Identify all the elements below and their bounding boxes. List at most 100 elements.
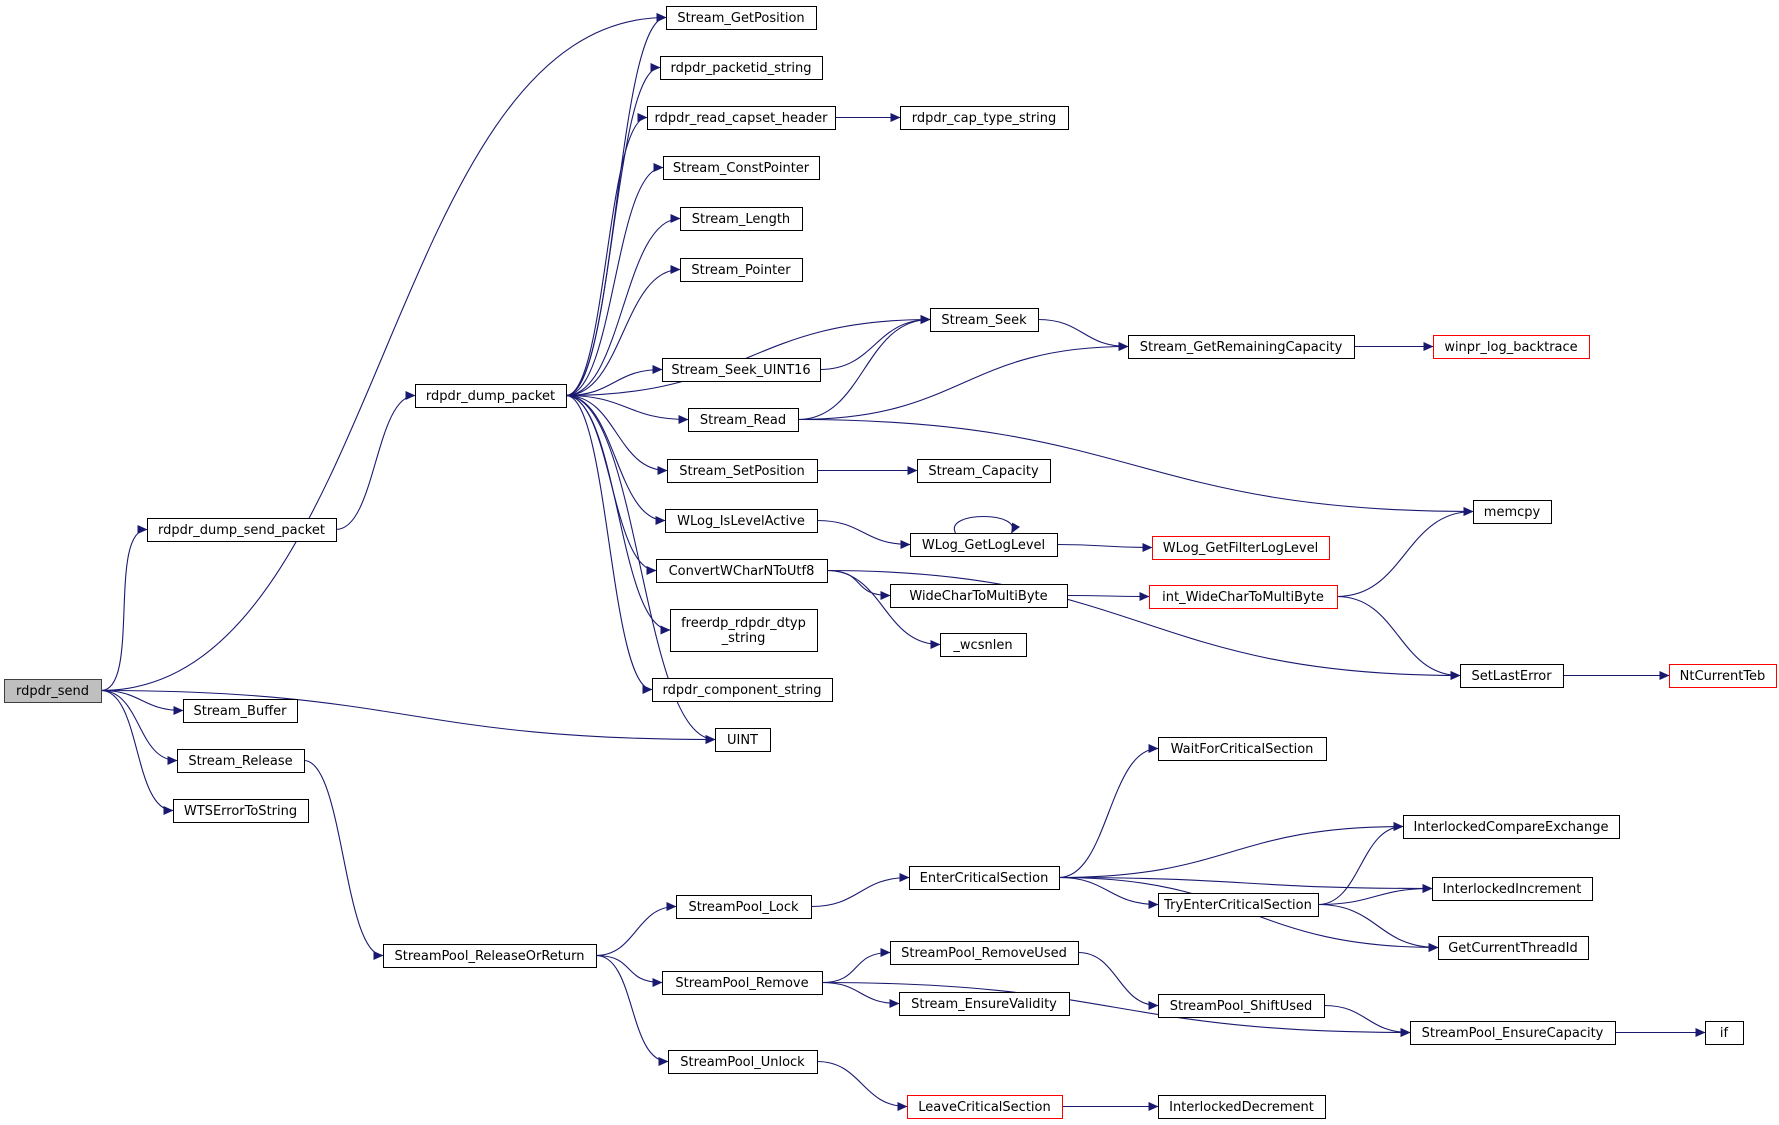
node-label: rdpdr_packetid_string [671, 61, 812, 76]
edge-rdpdr-dump-packet-to-stream-setposition [565, 394, 668, 475]
node-box [663, 156, 820, 180]
node-label: _string [721, 631, 766, 646]
node-convertwcharntoutf8[interactable]: ConvertWCharNToUtf8 [656, 559, 828, 583]
node-label: Stream_GetRemainingCapacity [1140, 340, 1343, 355]
node-streampool-remove[interactable]: StreamPool_Remove [662, 971, 823, 995]
edge-widechartomultibyte-to-int-widechartomultibyte [1066, 591, 1150, 601]
edge-int-widechartomultibyte-to-memcpy [1336, 507, 1474, 598]
node-wlog-getfilterloglevel[interactable]: WLog_GetFilterLogLevel [1152, 536, 1330, 560]
node-label: InterlockedIncrement [1443, 882, 1582, 897]
node-box [1158, 893, 1319, 917]
edge-streampool-releaseorreturn-to-streampool-lock [595, 902, 677, 957]
node-wlog-getloglevel[interactable]: WLog_GetLogLevel [910, 533, 1058, 557]
node-uint[interactable]: UINT [715, 728, 771, 752]
node-stream-release[interactable]: Stream_Release [177, 749, 305, 773]
node-stream-getposition[interactable]: Stream_GetPosition [666, 6, 817, 30]
node-entercriticalsection[interactable]: EnterCriticalSection [909, 866, 1060, 890]
node-wlog-islevelactive[interactable]: WLog_IsLevelActive [665, 509, 818, 533]
node-stream-seek[interactable]: Stream_Seek [930, 308, 1039, 332]
node-stream-pointer[interactable]: Stream_Pointer [680, 258, 803, 282]
edge-rdpdr-dump-packet-to-freerdp-rdpdr-dtyp-string [565, 394, 671, 635]
node-stream-getremainingcapacity[interactable]: Stream_GetRemainingCapacity [1128, 335, 1355, 359]
node-rdpdr-dump-packet[interactable]: rdpdr_dump_packet [415, 384, 567, 408]
node-stream-read[interactable]: Stream_Read [688, 408, 799, 432]
node-label: int_WideCharToMultiByte [1162, 590, 1324, 605]
node-rdpdr-send[interactable]: rdpdr_send [4, 679, 102, 703]
edge-convertwcharntoutf8-to-wcsnlen [826, 569, 941, 649]
node-freerdp-rdpdr-dtyp-string[interactable]: freerdp_rdpdr_dtyp_string [670, 609, 818, 652]
node-interlockedcompareexchange[interactable]: InterlockedCompareExchange [1403, 815, 1620, 839]
node-label: Stream_SetPosition [679, 464, 805, 479]
node-label: SetLastError [1471, 669, 1552, 684]
node-label: GetCurrentThreadId [1448, 941, 1578, 956]
node-box [890, 584, 1068, 608]
node-box [647, 106, 836, 130]
node-stream-length[interactable]: Stream_Length [680, 207, 803, 231]
node-waitforcriticalsection[interactable]: WaitForCriticalSection [1158, 737, 1327, 761]
node-box [383, 944, 597, 968]
node-streampool-releaseorreturn[interactable]: StreamPool_ReleaseOrReturn [383, 944, 597, 968]
node-box [660, 56, 823, 80]
node-stream-buffer[interactable]: Stream_Buffer [183, 699, 298, 723]
node-box [415, 384, 567, 408]
node-ntcurrentteb[interactable]: NtCurrentTeb [1669, 664, 1777, 688]
node-wcsnlen[interactable]: _wcsnlen [940, 633, 1027, 657]
node-box [1473, 500, 1552, 524]
node-streampool-ensurecapacity[interactable]: StreamPool_EnsureCapacity [1410, 1021, 1616, 1045]
node-memcpy[interactable]: memcpy [1473, 500, 1552, 524]
node-interlockeddecrement[interactable]: InterlockedDecrement [1158, 1095, 1326, 1119]
node-rdpdr-read-capset-header[interactable]: rdpdr_read_capset_header [647, 106, 836, 130]
node-label: WideCharToMultiByte [909, 589, 1047, 604]
node-streampool-removeused[interactable]: StreamPool_RemoveUsed [890, 941, 1079, 965]
node-tryentercriticalsection[interactable]: TryEnterCriticalSection [1158, 893, 1319, 917]
node-box [662, 971, 823, 995]
node-label: Stream_Seek [941, 313, 1027, 328]
edge-streampool-shiftused-to-streampool-ensurecapacity [1323, 1004, 1411, 1037]
node-label: rdpdr_dump_packet [426, 389, 555, 404]
node-if[interactable]: if [1705, 1021, 1744, 1045]
node-winpr-log-backtrace[interactable]: winpr_log_backtrace [1433, 335, 1590, 359]
node-stream-seek-uint16[interactable]: Stream_Seek_UINT16 [662, 358, 821, 382]
edge-int-widechartomultibyte-to-setlasterror [1336, 595, 1461, 680]
node-streampool-lock[interactable]: StreamPool_Lock [676, 895, 812, 919]
node-rdpdr-dump-send-packet[interactable]: rdpdr_dump_send_packet [147, 518, 337, 542]
node-label: rdpdr_component_string [662, 683, 821, 698]
node-label: rdpdr_read_capset_header [654, 111, 828, 126]
node-stream-ensurevalidity[interactable]: Stream_EnsureValidity [899, 992, 1070, 1016]
edge-rdpdr-send-to-stream-buffer [100, 689, 184, 715]
edge-rdpdr-dump-send-packet-to-rdpdr-dump-packet [335, 391, 416, 531]
node-label: if [1720, 1026, 1729, 1041]
node-stream-capacity[interactable]: Stream_Capacity [917, 459, 1051, 483]
edge-rdpdr-send-to-stream-release [100, 689, 178, 765]
edge-entercriticalsection-to-interlockedcompareexchange [1058, 822, 1404, 879]
node-box [668, 1050, 818, 1074]
node-label: rdpdr_cap_type_string [912, 111, 1056, 126]
node-widechartomultibyte[interactable]: WideCharToMultiByte [890, 584, 1068, 608]
node-rdpdr-packetid-string[interactable]: rdpdr_packetid_string [660, 56, 823, 80]
node-streampool-shiftused[interactable]: StreamPool_ShiftUsed [1158, 994, 1325, 1018]
node-label: NtCurrentTeb [1680, 669, 1766, 684]
node-streampool-unlock[interactable]: StreamPool_Unlock [668, 1050, 818, 1074]
node-label: LeaveCriticalSection [918, 1100, 1050, 1115]
node-rdpdr-component-string[interactable]: rdpdr_component_string [652, 678, 833, 702]
edge-rdpdr-dump-packet-to-wlog-islevelactive [565, 394, 666, 525]
node-wtserrortostring[interactable]: WTSErrorToString [173, 799, 309, 823]
node-box [1705, 1021, 1744, 1045]
node-box [1438, 936, 1589, 960]
node-box [147, 518, 337, 542]
node-stream-setposition[interactable]: Stream_SetPosition [667, 459, 818, 483]
node-stream-constpointer[interactable]: Stream_ConstPointer [663, 156, 820, 180]
node-int-widechartomultibyte[interactable]: int_WideCharToMultiByte [1149, 585, 1338, 609]
node-getcurrentthreadid[interactable]: GetCurrentThreadId [1438, 936, 1589, 960]
node-box [1158, 737, 1327, 761]
node-rdpdr-cap-type-string[interactable]: rdpdr_cap_type_string [900, 106, 1069, 130]
node-setlasterror[interactable]: SetLastError [1460, 664, 1564, 688]
node-box [1158, 1095, 1326, 1119]
edge-stream-read-to-stream-seek [797, 315, 931, 421]
node-interlockedincrement[interactable]: InterlockedIncrement [1432, 877, 1593, 901]
node-leavecriticalsection[interactable]: LeaveCriticalSection [907, 1095, 1063, 1119]
node-box [910, 533, 1058, 557]
node-label: WLog_IsLevelActive [677, 514, 805, 529]
node-box [1669, 664, 1777, 688]
node-box [917, 459, 1051, 483]
